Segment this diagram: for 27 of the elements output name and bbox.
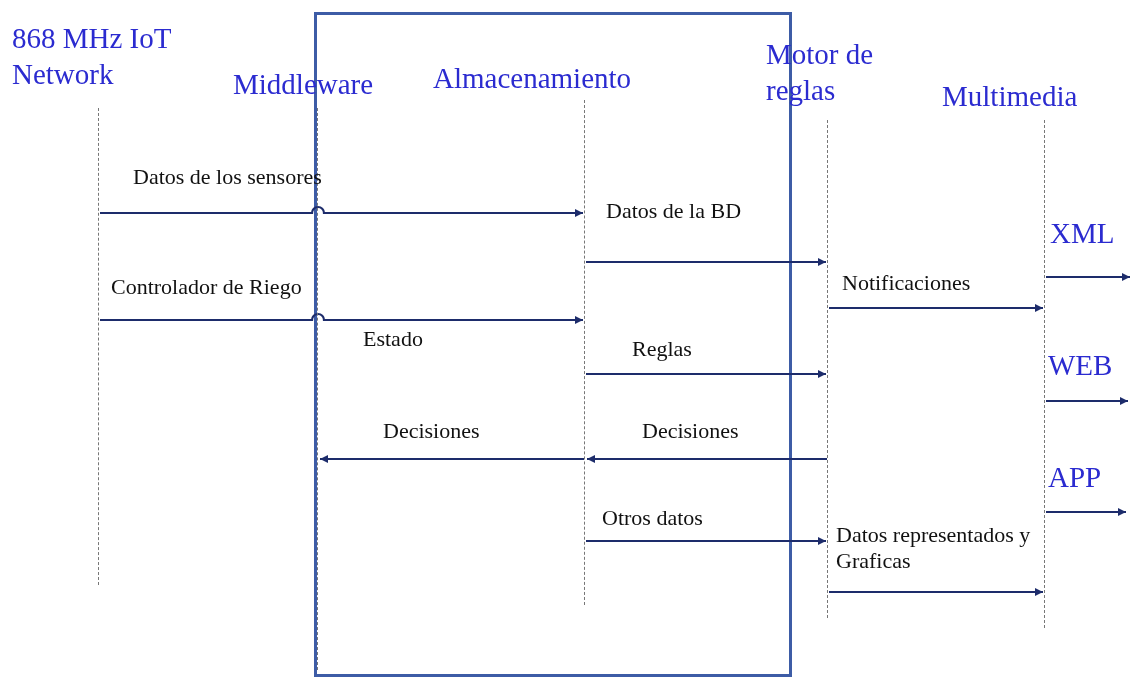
arrow — [829, 304, 1043, 312]
participant-label: Multimedia — [942, 79, 1079, 114]
message-label: Datos representados y Graficas — [836, 522, 1032, 574]
message-label: WEB — [1048, 352, 1113, 378]
participant-label: Almacenamiento — [433, 61, 633, 96]
message-label: Controlador de Riego — [111, 274, 302, 300]
message-label: Decisiones — [383, 418, 480, 444]
message-label: Datos de la BD — [606, 198, 742, 224]
message-label: APP — [1048, 464, 1102, 490]
arrow — [320, 455, 584, 463]
message-label: Estado — [363, 326, 423, 352]
arrow — [586, 537, 826, 545]
arrow — [829, 588, 1043, 596]
message-label: Reglas — [632, 336, 692, 362]
arrow — [587, 455, 827, 463]
arrow — [586, 370, 826, 378]
participant-label: 868 MHz IoT Network — [12, 21, 172, 92]
message-label: Notificaciones — [842, 270, 971, 296]
arrow — [586, 258, 826, 266]
arrow — [1046, 397, 1128, 405]
arrow — [1046, 273, 1130, 281]
message-label: Decisiones — [642, 418, 739, 444]
arrow — [1046, 508, 1126, 516]
arrow — [100, 206, 583, 217]
arrow — [100, 313, 583, 324]
message-label: XML — [1050, 220, 1115, 246]
message-label: Otros datos — [602, 505, 703, 531]
